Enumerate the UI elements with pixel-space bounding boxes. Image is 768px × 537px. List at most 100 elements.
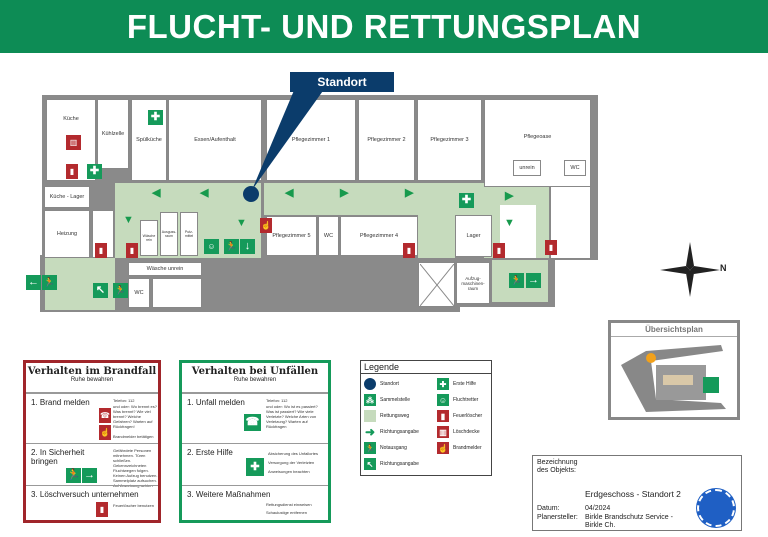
brandfall-s1-text: und oder: Wo brennt es? Was brennt? Wie … [113,404,157,429]
brandfall-panel: Verhalten im Brandfall Ruhe bewahren 1. … [23,360,161,523]
arrow-left-icon: ◀ [285,187,294,199]
elevator-shaft [418,262,455,307]
floor-name: Erdgeschoss - Standort 2 [585,489,681,499]
standort-label: Standort [290,72,394,92]
brandfall-subtitle: Ruhe bewahren [70,377,114,383]
arrow-right-icon: ▶ [405,187,414,199]
arrow-left-icon: ◀ [152,187,161,199]
arrow-left-icon: ◀ [200,187,209,199]
unfaelle-step-1: 1. Unfall melden [187,398,245,407]
inspection-seal [697,489,735,527]
exit-arrow-right-icon: → [82,468,97,483]
object-label: Bezeichnung des Objekts: [537,459,578,474]
fire-blanket-icon: ▥ [437,426,449,438]
room-waesche-rein: Wäsche rein [140,220,158,256]
unfaelle-phone: Telefon: 112 [266,398,288,403]
brandfall-s1-text2: Brandmelder betätigen [113,434,154,439]
unfaelle-s2-b: Versorgung der Verletzten [268,460,315,465]
fire-extinguisher-icon: ▮ [545,240,557,255]
brandfall-phone: Telefon: 112 [113,398,135,403]
phone-fire-icon: ☎ [99,408,111,423]
room-lager: Lager [455,215,492,257]
unfaelle-s1-text: und oder: Wo ist es passiert? Was ist pa… [266,404,318,429]
arrow-down-icon: ▼ [236,217,247,229]
first-aid-phone-icon: ☎ [244,414,261,431]
unfaelle-title: Verhalten bei Unfällen [191,366,319,377]
first-aid-icon: ✚ [459,193,474,208]
plan-title: FLUCHT- UND RETTUNGSPLAN [0,0,768,53]
date-label: Datum: [537,505,560,512]
legend-label: Löschdecke [453,429,480,435]
brandfall-step-1: 1. Brand melden [31,398,90,407]
unfaelle-s2-c: Anweisungen beachten [268,469,310,474]
arrow-right-icon: ➜ [364,425,376,439]
exit-arrow-down-icon: ↓ [240,239,255,254]
emergency-exit-icon: 🏃 [42,275,57,290]
legend-label: Standort [380,381,399,387]
room-pz5: Pflegezimmer 5 [266,216,317,256]
arrow-down-icon: ▼ [123,214,134,226]
room-pz2: Pflegezimmer 2 [358,99,415,181]
fire-extinguisher-icon: ▮ [437,410,449,422]
arrow-right-icon: ▶ [340,187,349,199]
fire-alarm-icon: ☝ [260,218,272,233]
fire-blanket-icon: ▥ [66,135,81,150]
standort-pointer [243,88,325,202]
overview-map [621,345,726,412]
room-wc-oase: WC [564,160,586,176]
brandfall-title: Verhalten im Brandfall [27,366,157,377]
room-unrein: unrein [513,160,541,176]
exit-arrow-left-icon: ← [26,275,41,290]
legend-label: Sammelstelle [380,397,411,403]
fire-extinguisher-icon: ▮ [126,243,138,258]
legend-label: Richtungsangabe [380,429,419,435]
exit-arrow-diag-icon: ↖ [364,458,376,470]
info-box: Bezeichnung des Objekts: Erdgeschoss - S… [532,455,742,531]
fire-alarm-icon: ☝ [99,425,111,440]
exit-arrow-diag-icon: ↖ [93,283,108,298]
legend-label: Richtungsangabe [380,461,419,467]
brandfall-s3-text: Feuerlöscher benutzen [113,503,154,508]
corridor [418,213,455,258]
fire-extinguisher-icon: ▮ [95,243,107,258]
legend-title: Legende [361,361,491,374]
fire-extinguisher-icon: ▮ [493,243,505,258]
planner-label: Planersteller: [537,514,578,521]
escape-hood-icon: ☺ [204,239,219,254]
room-waesche-unrein: Wäsche unrein [128,262,202,276]
standort-marker [243,186,259,202]
emergency-exit-icon: 🏃 [113,283,128,298]
room-wc-2: WC [128,278,150,308]
room-putzmittel: Putz-mittel [180,212,198,256]
compass-rose [660,242,720,297]
assembly-point-icon: ⁂ [364,394,376,406]
room-heizung: Heizung [44,210,90,258]
room-aufzug: Aufzug-maschinen-raum [456,262,490,304]
arrow-down-icon: ▼ [504,217,515,229]
legend: Legende Standort ⁂Sammelstelle Rettungsw… [360,360,492,476]
room-kuehlzelle: Kühlzelle [97,99,129,169]
room-essen: Essen/Aufenthalt [168,99,262,181]
room-wc: WC [318,216,339,256]
standort-icon [364,378,376,390]
unfaelle-step-2: 2. Erste Hilfe [187,448,233,457]
unfaelle-s3-a: Rettungsdienst einweisen [266,502,312,507]
corridor [264,183,484,215]
brandfall-step-3: 3. Löschversuch unternehmen [31,490,139,499]
arrow-right-icon: ▶ [505,190,514,202]
escape-hood-icon: ☺ [437,394,449,406]
first-aid-icon: ✚ [246,458,264,476]
fire-extinguisher-icon: ▮ [96,502,108,517]
unfaelle-step-3: 3. Weitere Maßnahmen [187,490,271,499]
emergency-exit-icon: 🏃 [509,273,524,288]
brandfall-s2-text: Gefährdete Personen mitnehmen. Türen sch… [113,448,158,488]
legend-label: Fluchtretter [453,397,479,403]
overview-plan: Übersichtsplan [608,320,740,420]
legend-label: Brandmelder [453,445,482,451]
unfaelle-s3-b: Schaulustige entfernen [266,510,307,515]
first-aid-icon: ✚ [148,110,163,125]
unfaelle-panel: Verhalten bei Unfällen Ruhe bewahren 1. … [179,360,331,523]
planner-value: Birkle Brandschutz Service - Birkle Ch. [585,514,673,529]
first-aid-icon: ✚ [87,164,102,179]
fire-alarm-icon: ☝ [437,442,449,454]
